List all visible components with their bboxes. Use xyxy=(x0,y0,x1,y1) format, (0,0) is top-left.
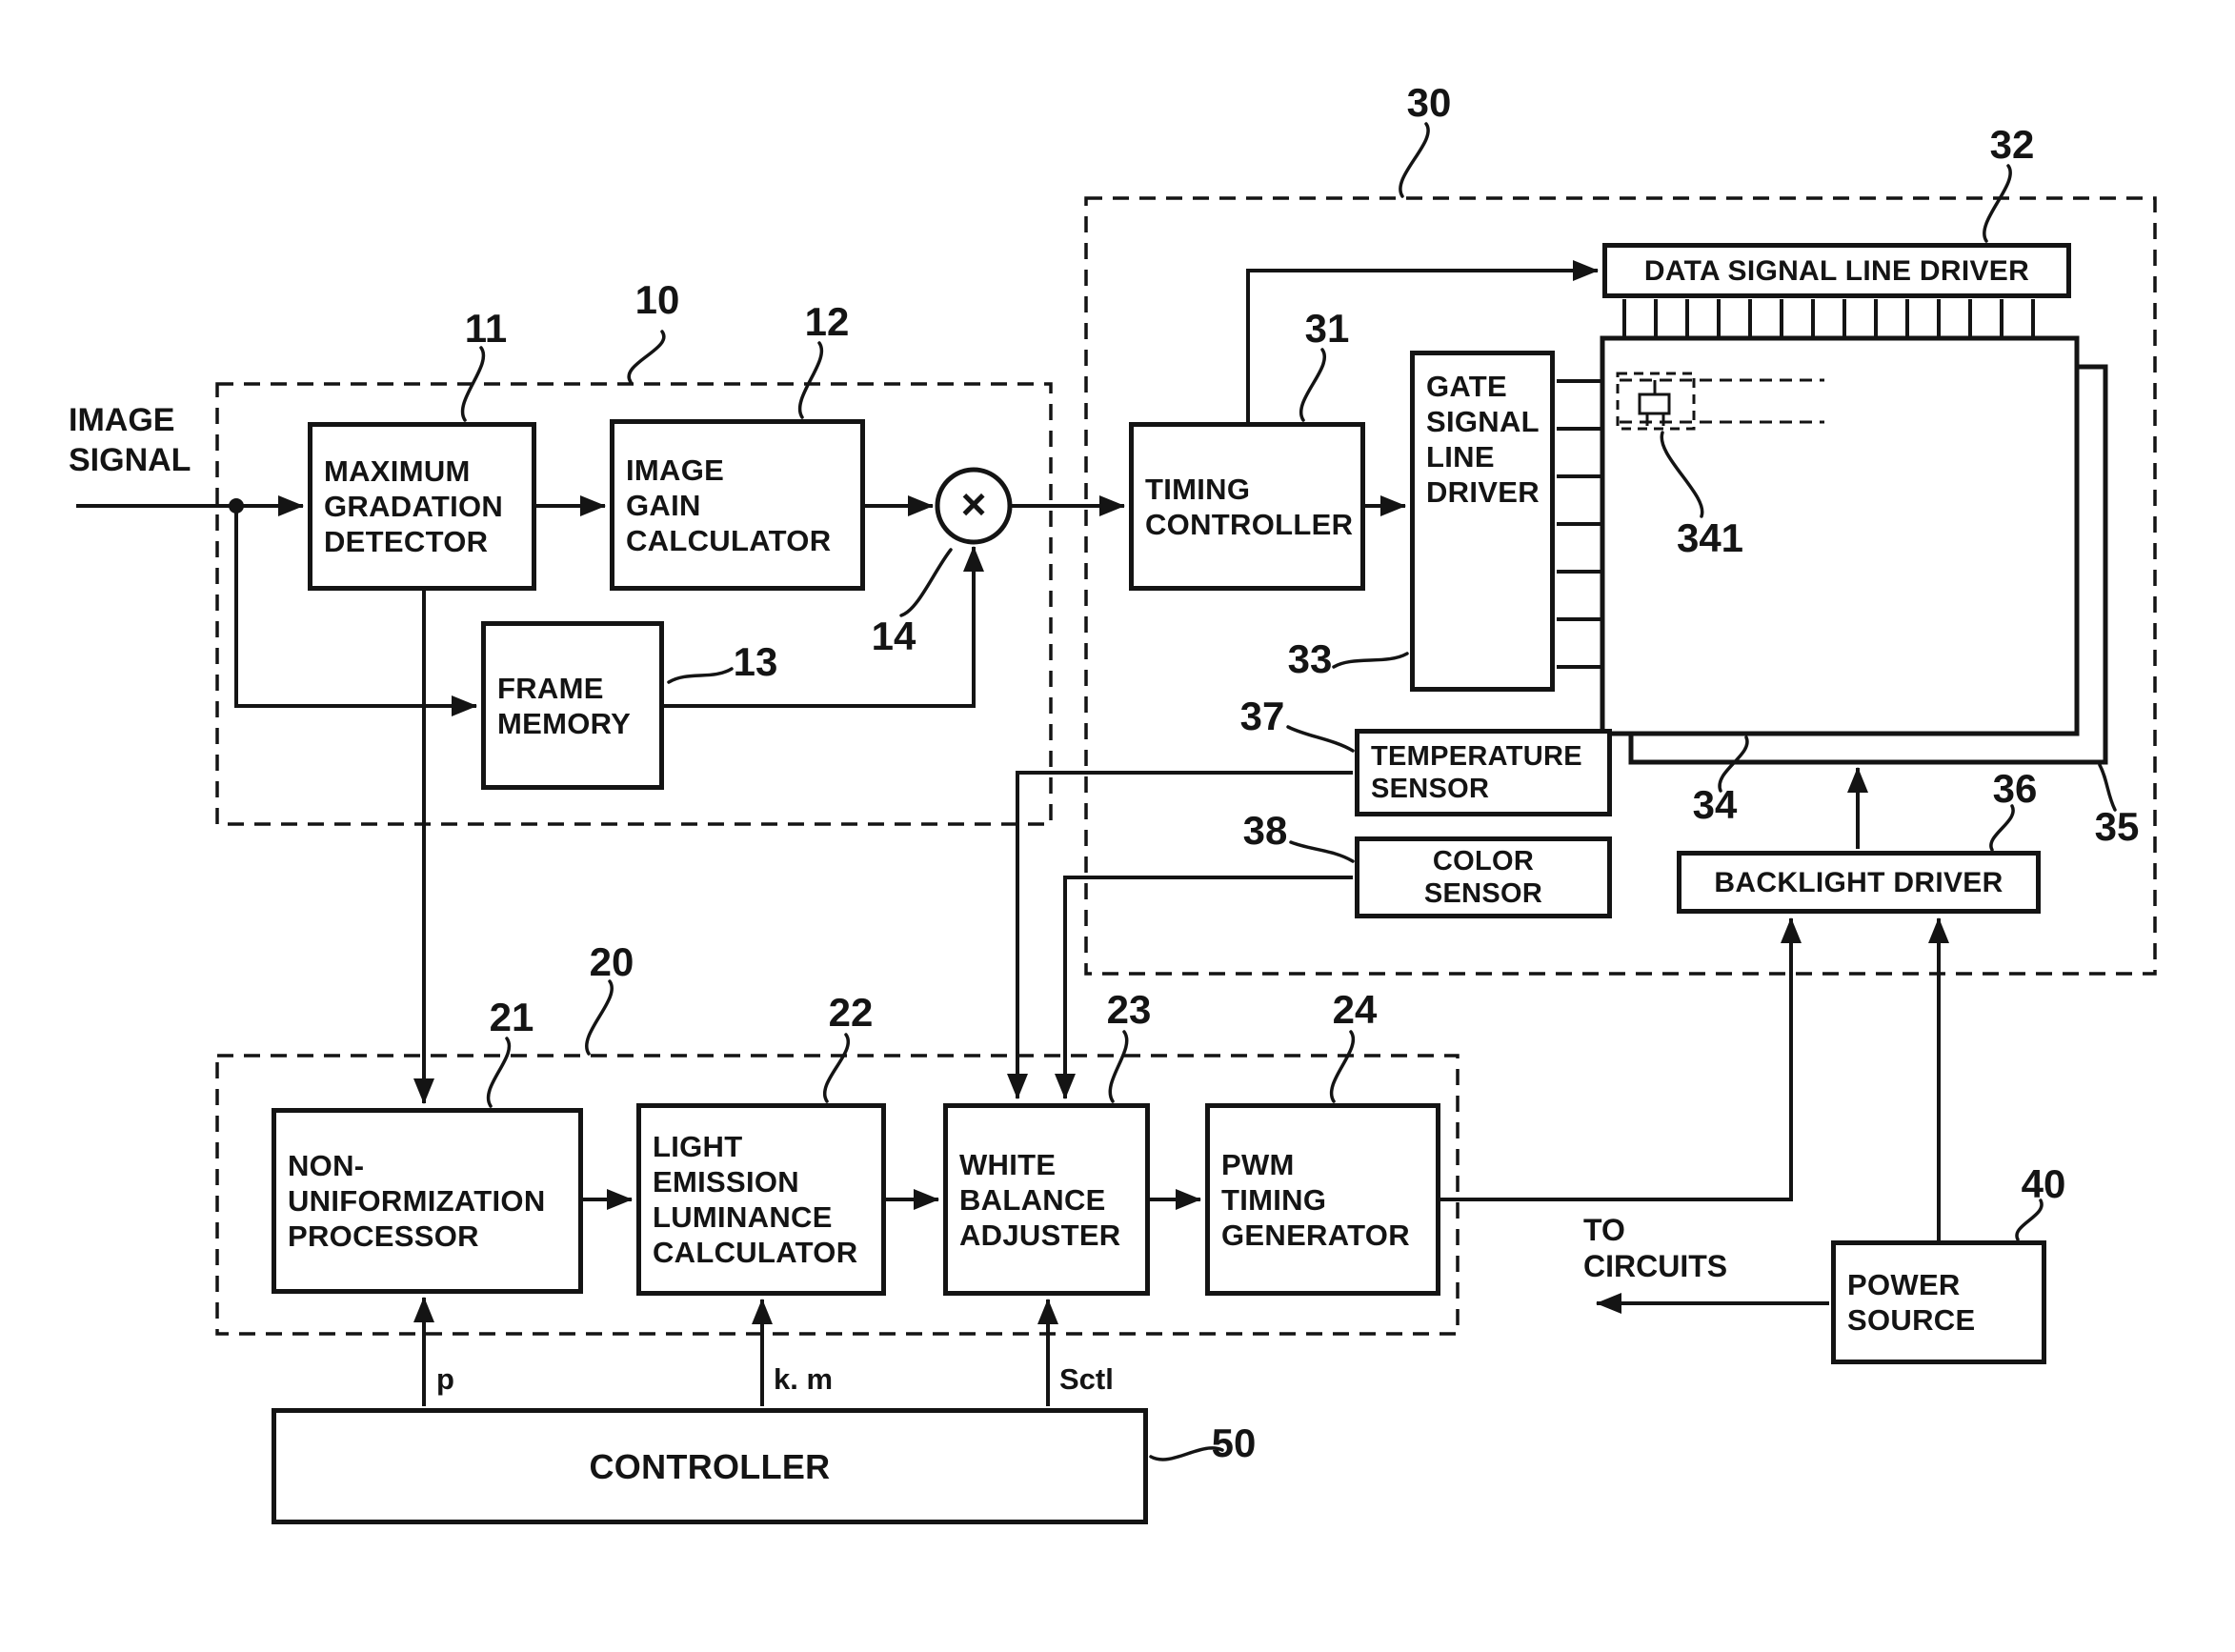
ref-21: 21 xyxy=(489,995,534,1039)
leader-37 xyxy=(1286,725,1355,753)
wire-frame-memory-to-multiplier xyxy=(664,546,984,708)
wire-pwm-to-backlight-driver xyxy=(1440,917,1802,1201)
leader-34 xyxy=(1718,735,1749,793)
box-backlight-driver: BACKLIGHT DRIVER xyxy=(1677,851,2041,914)
ref-14: 14 xyxy=(871,614,916,658)
box-color-sensor: COLOR SENSOR xyxy=(1355,836,1612,918)
signal-sctl-label: Sctl xyxy=(1059,1362,1114,1396)
ref-37: 37 xyxy=(1239,694,1285,738)
wire-timing-to-data-driver xyxy=(1246,260,1599,422)
box-image-gain-calculator: IMAGE GAIN CALCULATOR xyxy=(610,419,865,591)
leader-22 xyxy=(823,1033,850,1103)
box-power-source: POWER SOURCE xyxy=(1831,1240,2046,1364)
box-light-emission-luminance-calculator: LIGHT EMISSION LUMINANCE CALCULATOR xyxy=(636,1103,886,1296)
leader-24 xyxy=(1330,1030,1355,1103)
gate-line-comb xyxy=(1557,379,1601,669)
box-controller: CONTROLLER xyxy=(272,1408,1148,1524)
leader-23 xyxy=(1108,1030,1129,1103)
ref-23: 23 xyxy=(1106,987,1152,1032)
box-maximum-gradation-detector: MAXIMUM GRADATION DETECTOR xyxy=(308,422,536,591)
ref-11: 11 xyxy=(464,306,508,351)
wire-tap-to-frame-memory xyxy=(234,506,477,716)
data-line-comb xyxy=(1622,299,2035,336)
leader-35 xyxy=(2098,763,2117,812)
leader-38 xyxy=(1289,840,1355,863)
ref-20: 20 xyxy=(589,939,634,984)
box-pwm-timing-generator: PWM TIMING GENERATOR xyxy=(1205,1103,1440,1296)
box-data-signal-line-driver: DATA SIGNAL LINE DRIVER xyxy=(1602,243,2071,298)
leader-341 xyxy=(1660,431,1704,518)
display-panel-34 xyxy=(1600,335,2080,736)
leader-50 xyxy=(1149,1446,1224,1461)
ref-12: 12 xyxy=(804,299,850,344)
leader-10 xyxy=(627,330,666,384)
to-circuits-label: TO CIRCUITS xyxy=(1583,1213,1728,1283)
ref-33: 33 xyxy=(1287,636,1333,681)
multiplier-node xyxy=(935,467,1013,545)
leader-36 xyxy=(1989,804,2015,852)
leader-40 xyxy=(2015,1199,2044,1241)
ref-30: 30 xyxy=(1406,80,1452,125)
image-signal-label: IMAGE SIGNAL xyxy=(69,402,191,478)
box-non-uniformization-processor: NON- UNIFORMIZATION PROCESSOR xyxy=(272,1108,583,1294)
leader-30 xyxy=(1399,122,1430,198)
wire-temp-sensor-to-white-balance xyxy=(1007,771,1353,1099)
ref-31: 31 xyxy=(1304,306,1350,351)
ref-35: 35 xyxy=(2094,804,2140,849)
signal-wires xyxy=(76,260,1949,1406)
ref-36: 36 xyxy=(1992,766,2038,811)
box-timing-controller: TIMING CONTROLLER xyxy=(1129,422,1365,591)
leader-21 xyxy=(487,1037,511,1108)
box-temperature-sensor: TEMPERATURE SENSOR xyxy=(1355,729,1612,816)
ref-22: 22 xyxy=(828,990,874,1035)
leader-31 xyxy=(1299,348,1326,422)
leader-33 xyxy=(1332,652,1409,669)
dashed-group-20 xyxy=(215,1054,1460,1336)
ref-38: 38 xyxy=(1242,808,1288,853)
multiplier-symbol: × xyxy=(960,478,987,529)
box-white-balance-adjuster: WHITE BALANCE ADJUSTER xyxy=(943,1103,1150,1296)
ref-10: 10 xyxy=(634,277,680,322)
ref-341: 341 xyxy=(1676,515,1744,560)
dashed-group-10 xyxy=(215,382,1053,826)
signal-km-label: k. m xyxy=(774,1362,834,1396)
signal-p-label: p xyxy=(436,1362,454,1396)
ref-13: 13 xyxy=(733,639,778,684)
leader-20 xyxy=(585,979,614,1056)
leader-12 xyxy=(798,341,823,419)
wire-color-sensor-to-white-balance xyxy=(1055,876,1353,1099)
pixel-detail-341 xyxy=(1616,372,1824,431)
ref-40: 40 xyxy=(2021,1161,2066,1206)
leader-13 xyxy=(667,667,734,684)
box-gate-signal-line-driver: GATE SIGNAL LINE DRIVER xyxy=(1410,351,1555,692)
box-frame-memory: FRAME MEMORY xyxy=(481,621,664,790)
leader-32 xyxy=(1983,164,2012,243)
ref-50: 50 xyxy=(1211,1420,1257,1465)
ref-32: 32 xyxy=(1989,122,2035,167)
leader-lines xyxy=(461,122,2117,1461)
leader-14 xyxy=(899,548,953,617)
ref-34: 34 xyxy=(1692,782,1738,827)
pixel-tft-symbol xyxy=(1638,380,1671,426)
dashed-group-30 xyxy=(1084,196,2157,976)
leader-11 xyxy=(461,346,485,422)
ref-24: 24 xyxy=(1332,987,1378,1032)
